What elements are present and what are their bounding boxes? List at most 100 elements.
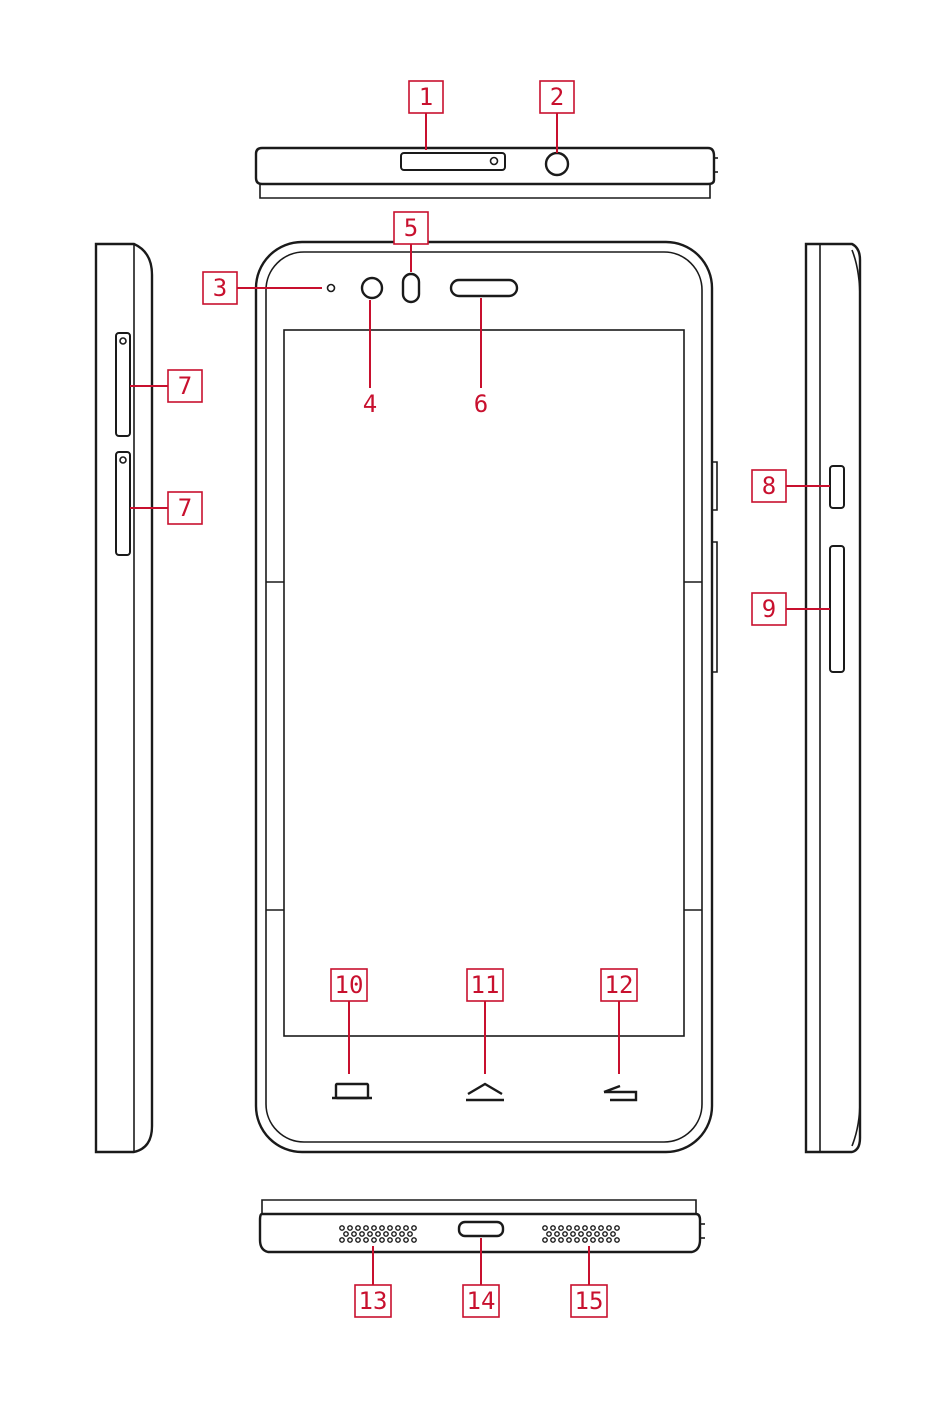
- callout-13: 13: [355, 1285, 391, 1317]
- callout-7-bottom: 7: [168, 492, 202, 524]
- speaker-hole: [356, 1238, 360, 1242]
- speaker-hole: [396, 1238, 400, 1242]
- speaker-hole: [567, 1238, 571, 1242]
- speaker-grill-left: [340, 1226, 416, 1242]
- speaker-hole: [559, 1226, 563, 1230]
- speaker-hole: [384, 1232, 388, 1236]
- card-slot-top: [116, 333, 130, 436]
- callout-12-label: 12: [605, 971, 634, 999]
- speaker-hole: [340, 1226, 344, 1230]
- home-icon: [466, 1084, 504, 1100]
- speaker-hole: [348, 1238, 352, 1242]
- callout-7-top-label: 7: [178, 372, 192, 400]
- speaker-hole: [607, 1226, 611, 1230]
- speaker-hole: [340, 1238, 344, 1242]
- speaker-hole: [344, 1232, 348, 1236]
- speaker-hole: [607, 1238, 611, 1242]
- front-view: [256, 242, 717, 1152]
- callout-7-top: 7: [168, 370, 202, 402]
- speaker-hole: [555, 1232, 559, 1236]
- speaker-hole: [615, 1226, 619, 1230]
- speaker-hole: [551, 1226, 555, 1230]
- speaker-hole: [583, 1238, 587, 1242]
- speaker-hole: [591, 1226, 595, 1230]
- speaker-hole: [364, 1238, 368, 1242]
- earpiece: [451, 280, 517, 296]
- callout-11-label: 11: [471, 971, 500, 999]
- screen: [284, 330, 684, 1036]
- callout-6: 6: [464, 388, 498, 420]
- callout-14-label: 14: [467, 1287, 496, 1315]
- callout-1-label: 1: [419, 83, 433, 111]
- speaker-hole: [388, 1226, 392, 1230]
- speaker-hole: [356, 1226, 360, 1230]
- callout-15: 15: [571, 1285, 607, 1317]
- callout-10: 10: [331, 969, 367, 1001]
- callout-5-label: 5: [404, 214, 418, 242]
- proximity-sensor: [328, 285, 335, 292]
- power-key: [830, 466, 844, 508]
- recent-apps-icon: [332, 1084, 372, 1098]
- speaker-hole: [599, 1226, 603, 1230]
- speaker-hole: [575, 1238, 579, 1242]
- speaker-hole: [591, 1238, 595, 1242]
- speaker-hole: [547, 1232, 551, 1236]
- back-icon: [604, 1086, 636, 1100]
- callout-1: 1: [409, 81, 443, 113]
- speaker-hole: [579, 1232, 583, 1236]
- callout-9: 9: [752, 593, 786, 625]
- callout-4: 4: [353, 388, 387, 420]
- callout-11: 11: [467, 969, 503, 1001]
- speaker-hole: [603, 1232, 607, 1236]
- usb-port: [459, 1222, 503, 1236]
- front-camera: [362, 278, 382, 298]
- speaker-hole: [400, 1232, 404, 1236]
- speaker-hole: [567, 1226, 571, 1230]
- bottom-view: [260, 1200, 705, 1252]
- speaker-hole: [543, 1226, 547, 1230]
- speaker-hole: [360, 1232, 364, 1236]
- speaker-hole: [412, 1238, 416, 1242]
- callout-15-label: 15: [575, 1287, 604, 1315]
- front-flash: [403, 274, 419, 302]
- card-slot-bottom: [116, 452, 130, 555]
- speaker-hole: [408, 1232, 412, 1236]
- headset-jack: [546, 153, 568, 175]
- left-side-view: [96, 244, 152, 1152]
- callout-6-label: 6: [474, 390, 488, 418]
- speaker-hole: [388, 1238, 392, 1242]
- callout-4-label: 4: [363, 390, 377, 418]
- callout-2: 2: [540, 81, 574, 113]
- right-side-view: [806, 244, 860, 1152]
- callout-8-label: 8: [762, 472, 776, 500]
- callout-9-label: 9: [762, 595, 776, 623]
- speaker-hole: [372, 1226, 376, 1230]
- speaker-hole: [615, 1238, 619, 1242]
- speaker-hole: [376, 1232, 380, 1236]
- speaker-hole: [412, 1226, 416, 1230]
- speaker-hole: [368, 1232, 372, 1236]
- speaker-hole: [404, 1226, 408, 1230]
- top-view: [256, 148, 718, 198]
- speaker-hole: [583, 1226, 587, 1230]
- speaker-hole: [599, 1238, 603, 1242]
- callout-7-bottom-label: 7: [178, 494, 192, 522]
- callout-2-label: 2: [550, 83, 564, 111]
- speaker-hole: [571, 1232, 575, 1236]
- speaker-grill-right: [543, 1226, 619, 1242]
- speaker-hole: [364, 1226, 368, 1230]
- callout-10-label: 10: [335, 971, 364, 999]
- speaker-hole: [396, 1226, 400, 1230]
- callout-8: 8: [752, 470, 786, 502]
- speaker-hole: [348, 1226, 352, 1230]
- callout-13-label: 13: [359, 1287, 388, 1315]
- callout-12: 12: [601, 969, 637, 1001]
- card-tray-slot: [401, 153, 505, 170]
- callout-3-label: 3: [213, 274, 227, 302]
- speaker-hole: [587, 1232, 591, 1236]
- speaker-hole: [392, 1232, 396, 1236]
- speaker-hole: [551, 1238, 555, 1242]
- speaker-hole: [563, 1232, 567, 1236]
- speaker-hole: [595, 1232, 599, 1236]
